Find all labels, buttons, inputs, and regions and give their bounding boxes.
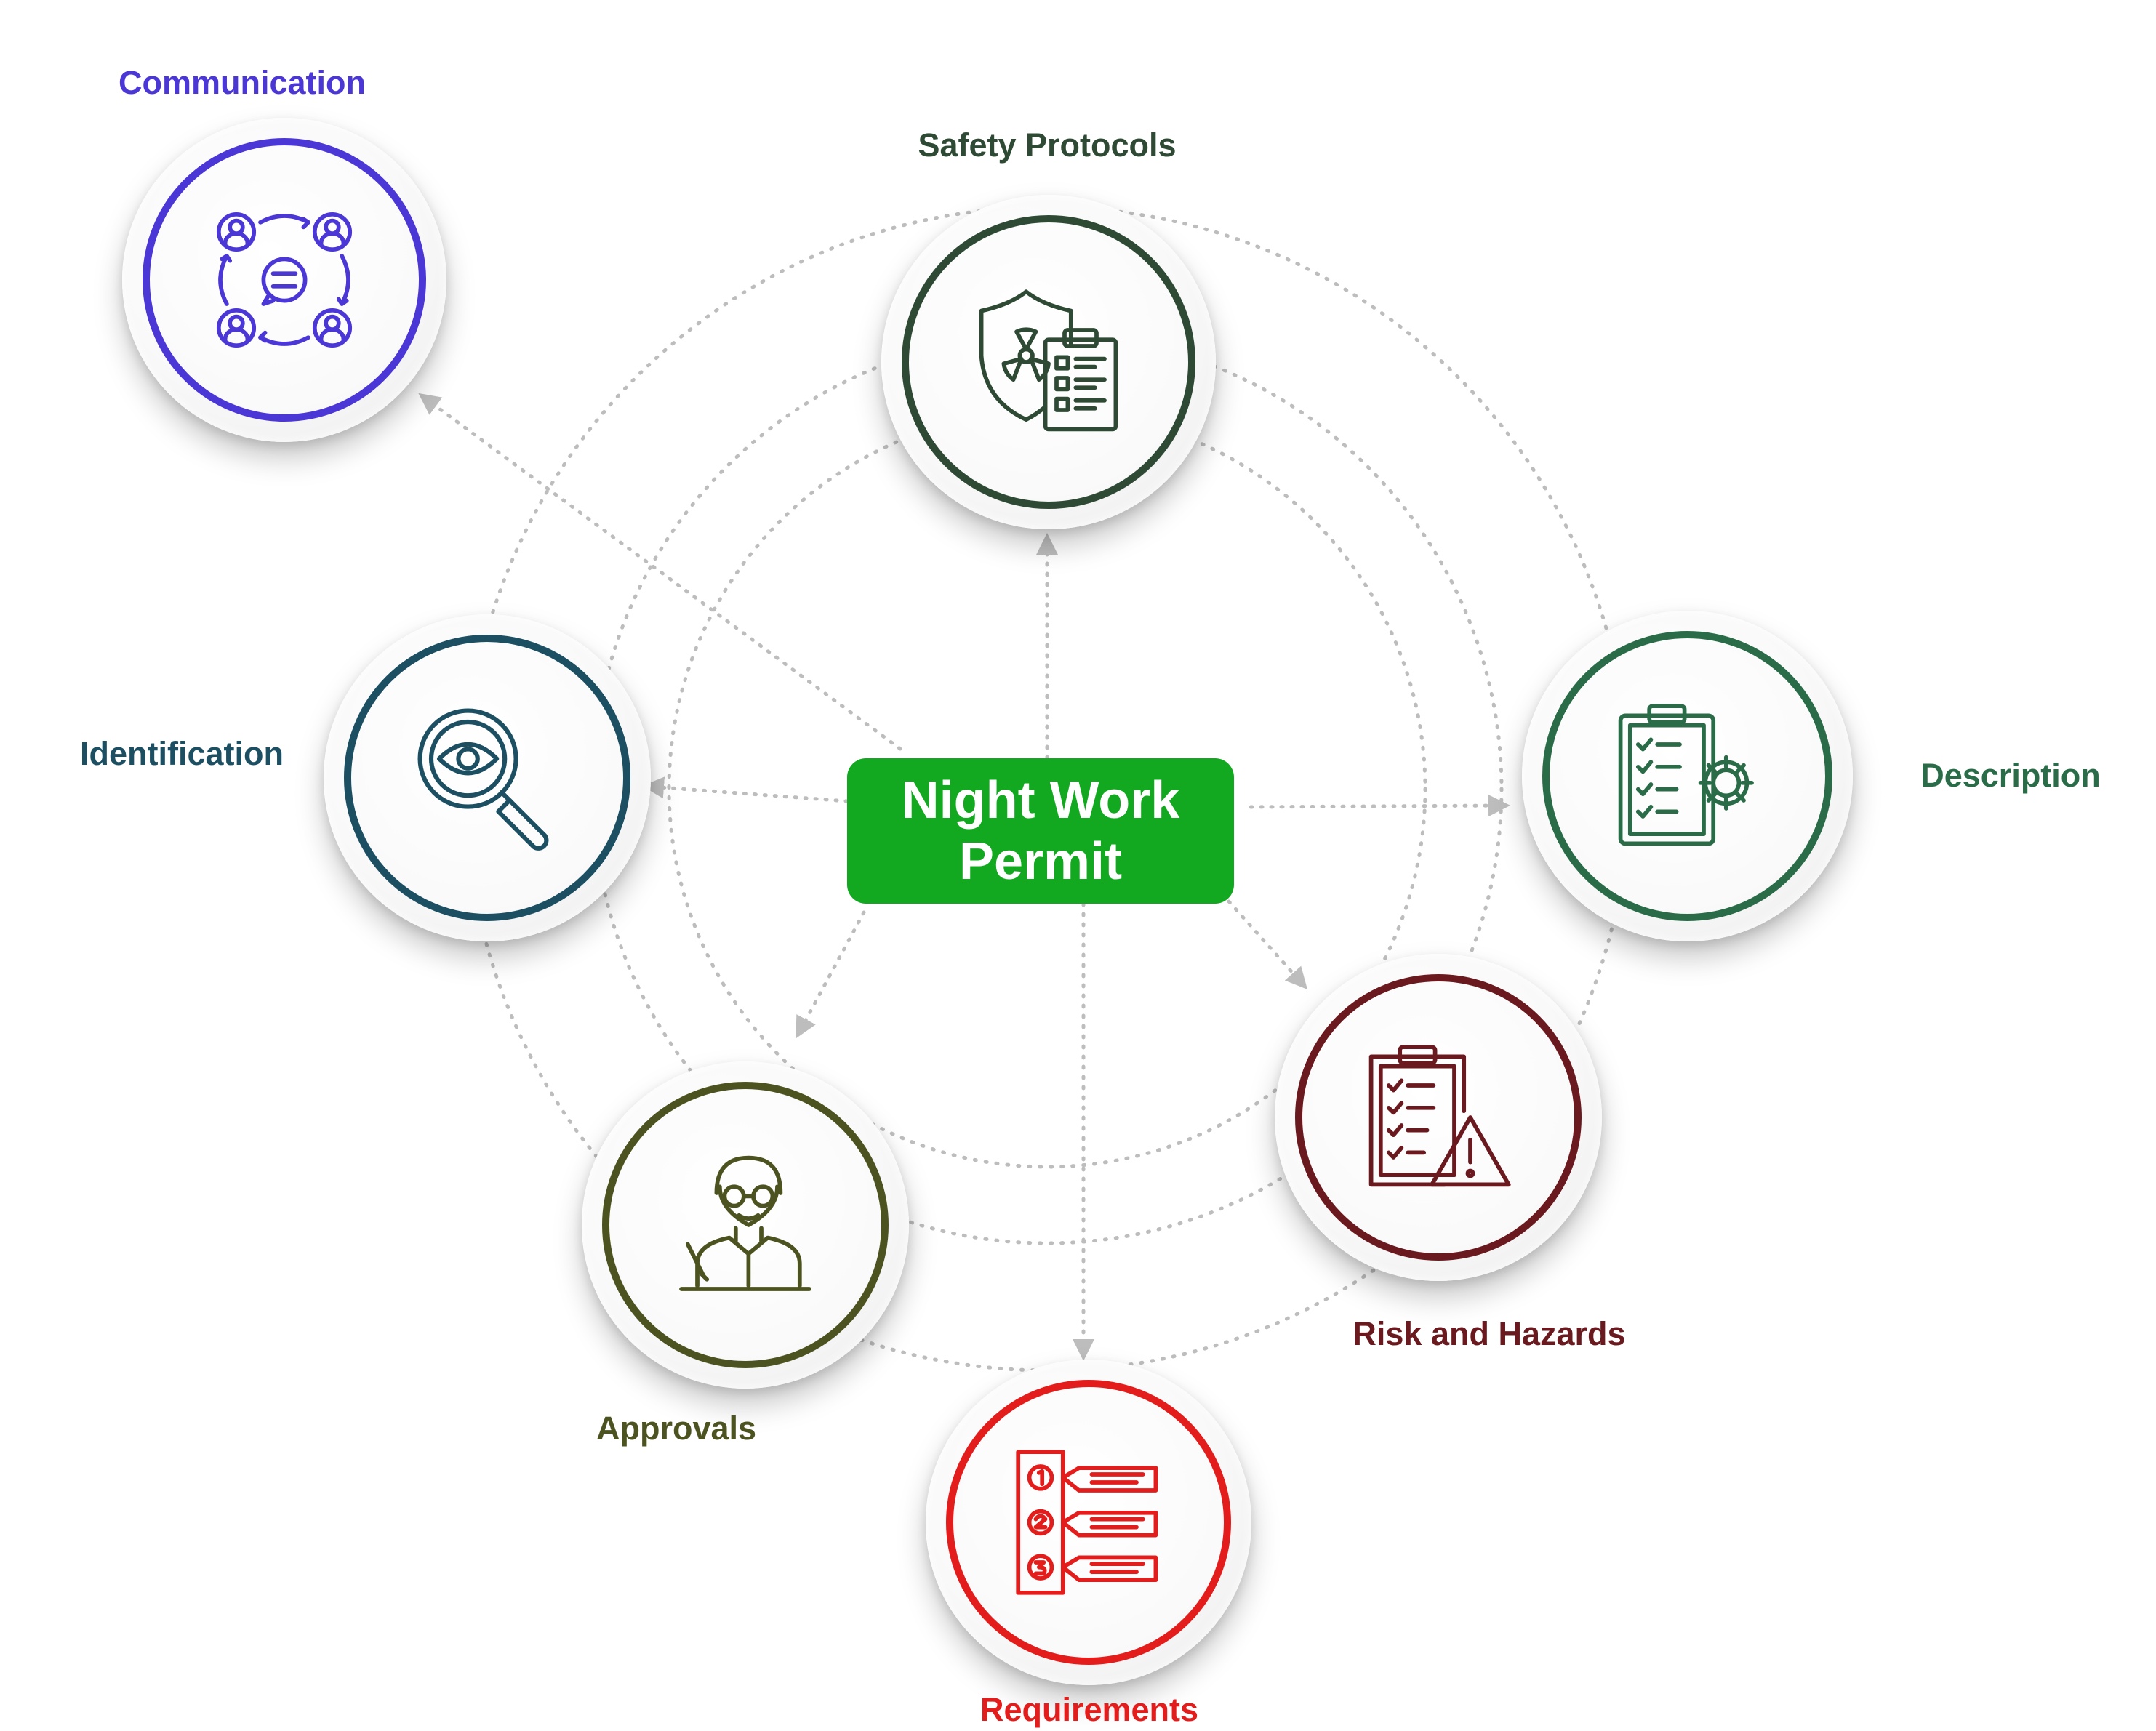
- arrow-to-description: [1249, 795, 1510, 817]
- inner-orbit-circle: [667, 409, 1427, 1169]
- identification-node: [324, 614, 651, 941]
- description-node: [1522, 611, 1853, 941]
- requirements-node: [926, 1360, 1251, 1685]
- approvals-node: [582, 1061, 909, 1389]
- description-ring: [1542, 631, 1832, 921]
- communication-ring: [143, 138, 426, 422]
- checklist-warning-icon: [1368, 1045, 1511, 1187]
- shield-clipboard-icon: [979, 289, 1118, 432]
- safety-protocols-label: Safety Protocols: [918, 126, 1177, 164]
- center-title-line2: Permit: [958, 832, 1123, 891]
- approvals-label: Approvals: [596, 1410, 757, 1447]
- description-label: Description: [1920, 757, 2101, 794]
- clipboard-gear-icon: [1618, 703, 1754, 846]
- arrow-to-identification: [642, 776, 849, 803]
- center-title-line1: Night Work: [901, 771, 1180, 830]
- person-signing-icon: [679, 1155, 811, 1291]
- risk-and-hazards-node: [1275, 954, 1602, 1281]
- safety-protocols-node: [881, 195, 1216, 529]
- requirements-label: Requirements: [979, 1691, 1199, 1728]
- communication-label: Communication: [118, 64, 366, 101]
- people-discussion-icon: [216, 212, 353, 348]
- risk-and-hazards-label: Risk and Hazards: [1352, 1315, 1626, 1352]
- communication-node: [122, 118, 446, 442]
- arrow-to-approvals: [796, 910, 866, 1039]
- risk-and-hazards-ring: [1295, 974, 1582, 1261]
- requirements-ring: [946, 1380, 1231, 1665]
- arrow-to-communication: [418, 393, 902, 751]
- safety-protocols-ring: [902, 215, 1195, 509]
- arrow-to-risk: [1227, 899, 1307, 989]
- identification-ring: [344, 635, 630, 921]
- numbered-list-icon: [1016, 1450, 1158, 1595]
- night-work-permit-box: Night Work Permit: [847, 758, 1234, 904]
- identification-label: Identification: [80, 735, 284, 772]
- magnifier-eye-icon: [417, 708, 549, 851]
